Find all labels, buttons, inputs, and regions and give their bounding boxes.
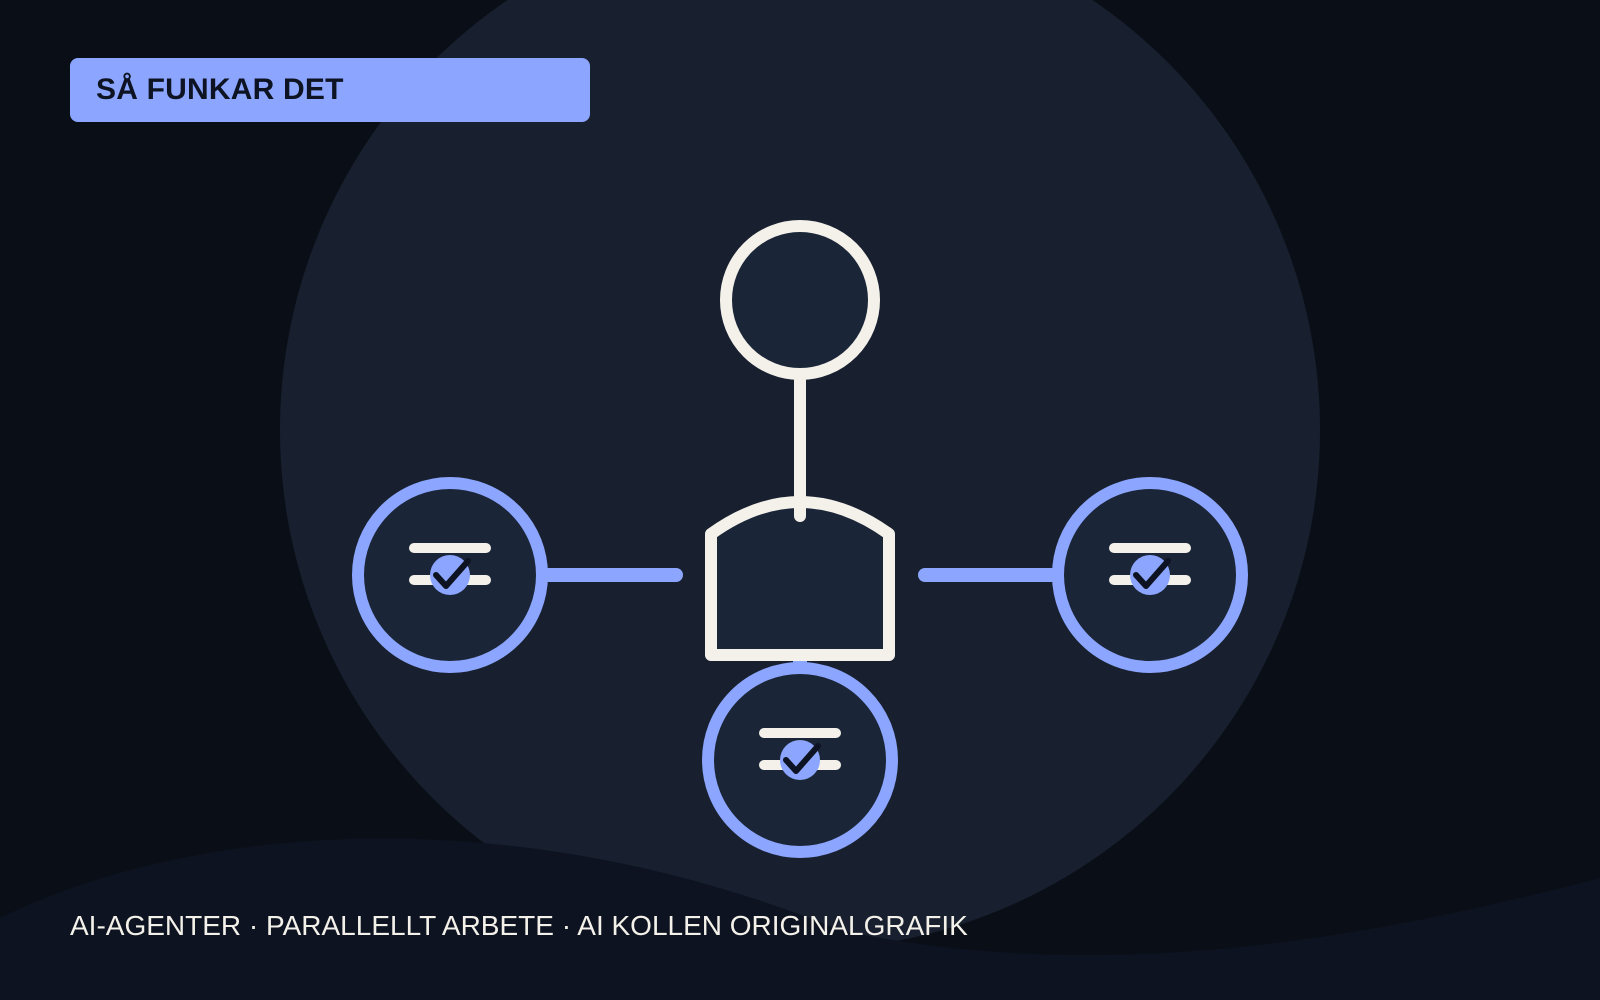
- task-checked-icon: [409, 543, 491, 595]
- footer-caption: AI-AGENTER · PARALLELLT ARBETE · AI KOLL…: [70, 910, 968, 941]
- bottom-wave: [0, 838, 1600, 1000]
- task-checked-icon: [759, 728, 841, 780]
- header-badge: SÅ FUNKAR DET: [70, 58, 590, 122]
- page-title: SÅ FUNKAR DET: [96, 73, 344, 106]
- agent-node-left: [352, 477, 548, 673]
- task-checked-icon: [1109, 543, 1191, 595]
- person-body: [705, 494, 895, 661]
- person-head: [720, 220, 880, 380]
- agent-node-bottom: [702, 662, 898, 858]
- agent-node-right: [1052, 477, 1248, 673]
